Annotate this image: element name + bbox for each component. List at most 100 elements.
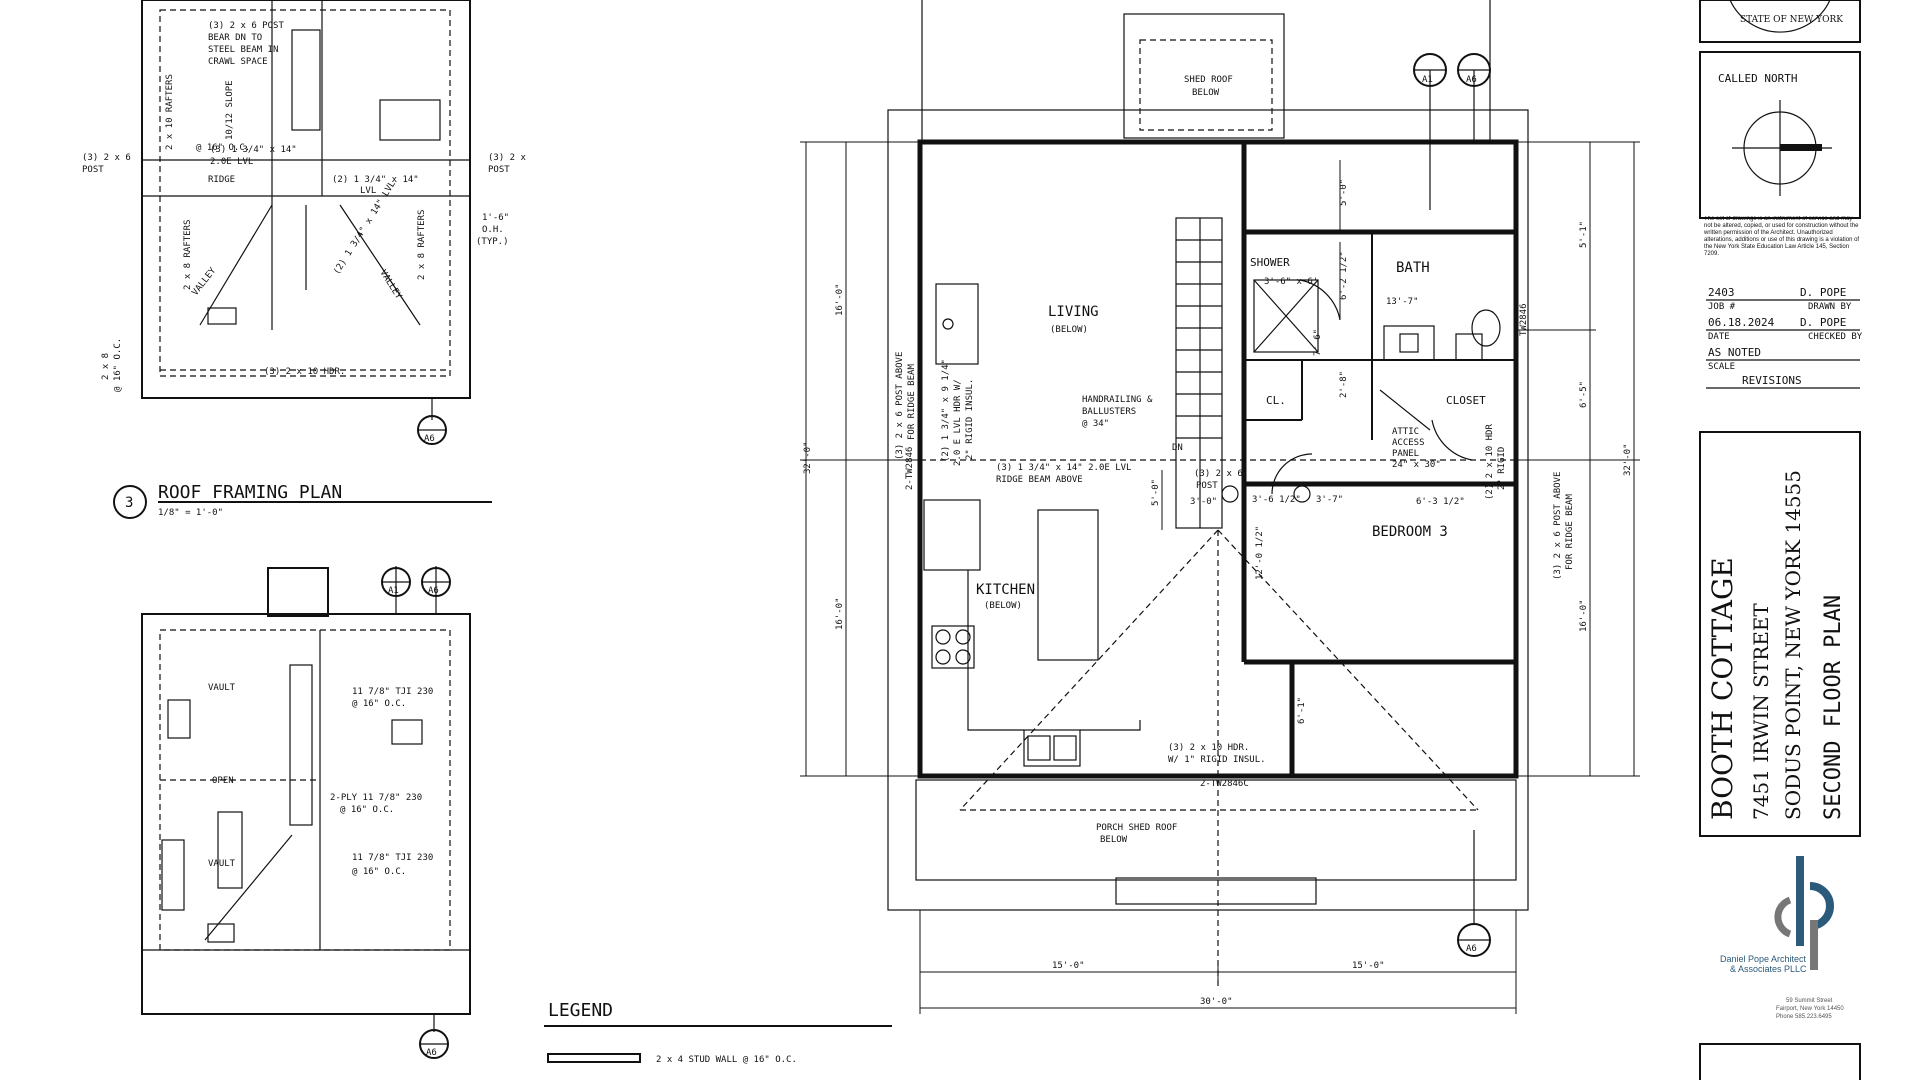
note-post-left: (3) 2 x 6 POST ABOVE bbox=[895, 352, 905, 460]
note-open: OPEN bbox=[212, 776, 234, 786]
dimensions bbox=[800, 141, 1640, 1014]
note-porch-2: BELOW bbox=[1100, 835, 1128, 845]
dim-5-0b: 5'-0" bbox=[1151, 479, 1161, 506]
note-vault: VAULT bbox=[208, 683, 236, 693]
tag-label-a6: A6 bbox=[428, 586, 439, 596]
note-rafter-side-left-2: @ 16" O.C. bbox=[113, 338, 123, 392]
note-porch: PORCH SHED ROOF bbox=[1096, 823, 1177, 833]
note-vault-2: VAULT bbox=[208, 859, 236, 869]
date-label: DATE bbox=[1708, 332, 1730, 342]
note-rafter-side: 2 x 8 RAFTERS bbox=[417, 210, 427, 280]
tag-a1-label: A1 bbox=[1422, 75, 1433, 85]
project-name: BOOTH COTTAGE bbox=[1706, 557, 1739, 820]
dim-overall-right: 32'-0" bbox=[1623, 443, 1633, 476]
shower-stall bbox=[1253, 279, 1319, 353]
section-tag-a6-top[interactable]: A6 bbox=[1457, 53, 1491, 140]
drawn-by-value: D. POPE bbox=[1800, 286, 1846, 299]
note-tji-c-2: @ 16" O.C. bbox=[352, 867, 406, 877]
note-handrail: HANDRAILING & bbox=[1082, 395, 1153, 405]
project-city: SODUS POINT, NEW YORK 14555 bbox=[1781, 470, 1805, 820]
dim-upper-left: 16'-0" bbox=[835, 283, 845, 316]
firm-logo-icon bbox=[1774, 856, 1834, 970]
note-shed-roof-2: BELOW bbox=[1192, 88, 1220, 98]
section-tag-a1[interactable]: A1 bbox=[1413, 53, 1447, 210]
kitchen-island bbox=[1037, 509, 1099, 661]
revisions-label: REVISIONS bbox=[1742, 374, 1802, 387]
note-lvl-hdr: (2) 1 3/4" x 9 1/4" bbox=[941, 359, 951, 462]
floor-framing-plan: VAULT OPEN VAULT 11 7/8" TJI 230 @ 16" O… bbox=[141, 566, 471, 1059]
dim-right-a: 5'-1" bbox=[1579, 221, 1589, 248]
note-post-bear: (3) 2 x 6 POST bbox=[208, 21, 284, 31]
note-tji-c: 11 7/8" TJI 230 bbox=[352, 853, 433, 863]
roof-framing-plan: (3) 2 x 6 POST BEAR DN TO STEEL BEAM IN … bbox=[82, 0, 527, 519]
room-shower: SHOWER bbox=[1250, 256, 1290, 269]
note-tji-b-2: @ 16" O.C. bbox=[340, 805, 394, 815]
dim-13-7: 13'-7" bbox=[1386, 297, 1419, 307]
drawn-by-label: DRAWN BY bbox=[1808, 302, 1852, 312]
toilet bbox=[1471, 309, 1501, 347]
note-attic: ATTIC bbox=[1392, 427, 1419, 437]
toilet-tank bbox=[1455, 333, 1483, 361]
note-rafter-side-left: 2 x 8 bbox=[101, 353, 111, 380]
dim-lower-left: 16'-0" bbox=[835, 597, 845, 630]
range bbox=[931, 625, 975, 669]
seal-icon bbox=[1729, 0, 1831, 33]
section-tag-floor-bottom[interactable]: A6 bbox=[419, 1014, 449, 1059]
north-arrow-icon bbox=[1732, 100, 1832, 196]
room-living: LIVING bbox=[1048, 304, 1099, 320]
note-ridge-beam-2: RIDGE BEAM ABOVE bbox=[996, 475, 1083, 485]
firm-address-2: Fairport, New York 14450 bbox=[1776, 1006, 1844, 1012]
note-valley-b: VALLEY bbox=[377, 268, 403, 301]
room-bedroom: BEDROOM 3 bbox=[1372, 524, 1448, 540]
dim-7-6: 7'-6" bbox=[1313, 329, 1323, 356]
note-post-right-2: FOR RIDGE BEAM bbox=[1565, 494, 1575, 570]
legend-title: LEGEND bbox=[548, 1000, 613, 1021]
note-post-bear-4: CRAWL SPACE bbox=[208, 57, 268, 67]
job-label: JOB # bbox=[1708, 302, 1736, 312]
stair bbox=[1175, 217, 1223, 529]
room-living-sub: (BELOW) bbox=[1050, 325, 1088, 335]
note-attic-4: 24" x 30" bbox=[1392, 460, 1441, 470]
section-tag-floor-a1[interactable]: A1 bbox=[381, 566, 411, 614]
north-label: CALLED NORTH bbox=[1718, 72, 1797, 85]
vanity bbox=[1383, 325, 1435, 361]
note-oh: 1'-6" bbox=[482, 213, 509, 223]
note-hdr-right-2: 2" RIGID bbox=[1497, 447, 1507, 490]
note-slope-a: 10/12 SLOPE bbox=[225, 80, 235, 140]
dim-2-8: 2'-8" bbox=[1339, 371, 1349, 398]
section-tag-floor-a6[interactable]: A6 bbox=[421, 566, 451, 614]
dim-12-0: 12'-0 1/2" bbox=[1255, 526, 1265, 580]
note-post-left-2: FOR RIDGE BEAM bbox=[907, 364, 917, 440]
note-lvl-b-2: LVL bbox=[360, 186, 376, 196]
dim-overall-bottom: 30'-0" bbox=[1200, 997, 1233, 1007]
dim-6-3: 6'-3 1/2" bbox=[1416, 497, 1465, 507]
note-lvl-a: (3) 1 3/4" x 14" bbox=[210, 145, 297, 155]
note-rafters-a-2: @ 16" O.C. bbox=[196, 143, 250, 153]
section-tag-roof[interactable]: A6 bbox=[417, 398, 447, 445]
dim-right-c: 16'-0" bbox=[1579, 599, 1589, 632]
note-handrail-2: BALLUSTERS bbox=[1082, 407, 1136, 417]
note-lvl-hdr-2: 2.0 E LVL HDR W/ bbox=[953, 379, 963, 466]
section-tag-a6-bottom[interactable]: A6 bbox=[1457, 830, 1491, 957]
note-lvl-b: (2) 1 3/4" x 14" bbox=[332, 175, 419, 185]
note-hdr-bottom-2: W/ 1" RIGID INSUL. bbox=[1168, 755, 1266, 765]
note-attic-2: ACCESS bbox=[1392, 438, 1425, 448]
room-closet: CLOSET bbox=[1446, 394, 1486, 407]
note-ridge: RIDGE bbox=[208, 175, 235, 185]
note-post-mid-2: POST bbox=[1196, 481, 1218, 491]
note-ridge-beam: (3) 1 3/4" x 14" 2.0E LVL bbox=[996, 463, 1131, 473]
note-shed-roof: SHED ROOF bbox=[1184, 75, 1233, 85]
note-tji-a: 11 7/8" TJI 230 bbox=[352, 687, 433, 697]
project-address: 7451 IRWIN STREET bbox=[1749, 603, 1773, 820]
tag-a6-top-label: A6 bbox=[1466, 75, 1477, 85]
legend-item-stud-wall: 2 x 4 STUD WALL @ 16" O.C. bbox=[656, 1055, 797, 1065]
note-post-mid: (3) 2 x 6 bbox=[1194, 469, 1243, 479]
sheet-title: SECOND FLOOR PLAN bbox=[1821, 595, 1846, 820]
dim-overall-left: 32'-0" bbox=[803, 441, 813, 474]
note-handrail-3: @ 34" bbox=[1082, 419, 1109, 429]
dim-3-7: 3'-7" bbox=[1316, 495, 1343, 505]
firm-address: 59 Summit Street bbox=[1786, 998, 1833, 1004]
firm-name: Daniel Pope Architect bbox=[1720, 954, 1807, 964]
dim-5-0: 5'-0" bbox=[1339, 179, 1349, 206]
tag-label-a1: A1 bbox=[388, 586, 399, 596]
